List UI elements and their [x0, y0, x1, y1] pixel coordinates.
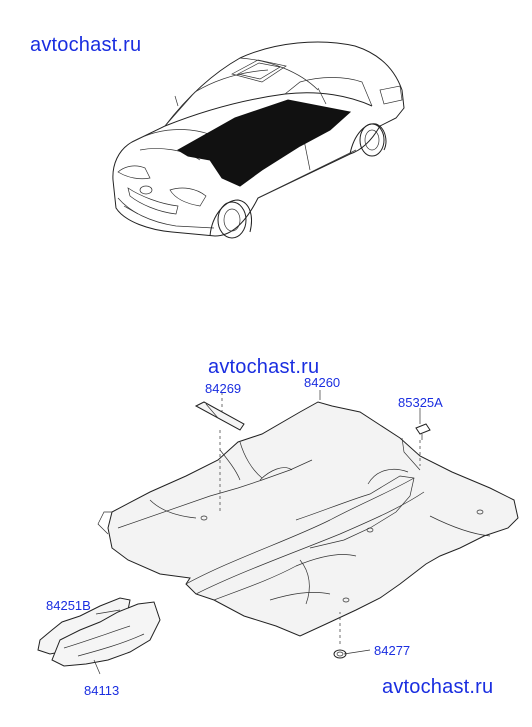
clip-part-85325A[interactable]	[415, 423, 431, 440]
callout-84260[interactable]: 84260	[304, 375, 341, 390]
callout-84277[interactable]: 84277	[374, 643, 411, 658]
callout-85325A[interactable]: 85325A	[398, 395, 443, 410]
callout-84269[interactable]: 84269	[205, 381, 242, 396]
floor-carpet-part[interactable]	[97, 401, 519, 637]
floor-carpet-highlight	[177, 99, 352, 187]
leader-lines	[93, 390, 421, 675]
car-illustration	[112, 41, 405, 239]
callout-84113[interactable]: 84113	[84, 683, 120, 698]
watermark-bottom: avtochast.ru	[382, 676, 494, 698]
watermark-top: avtochast.ru	[30, 34, 142, 56]
watermark-middle: avtochast.ru	[208, 356, 320, 378]
callout-84251B[interactable]: 84251B	[46, 598, 91, 613]
pad-part-84269[interactable]	[194, 401, 245, 431]
